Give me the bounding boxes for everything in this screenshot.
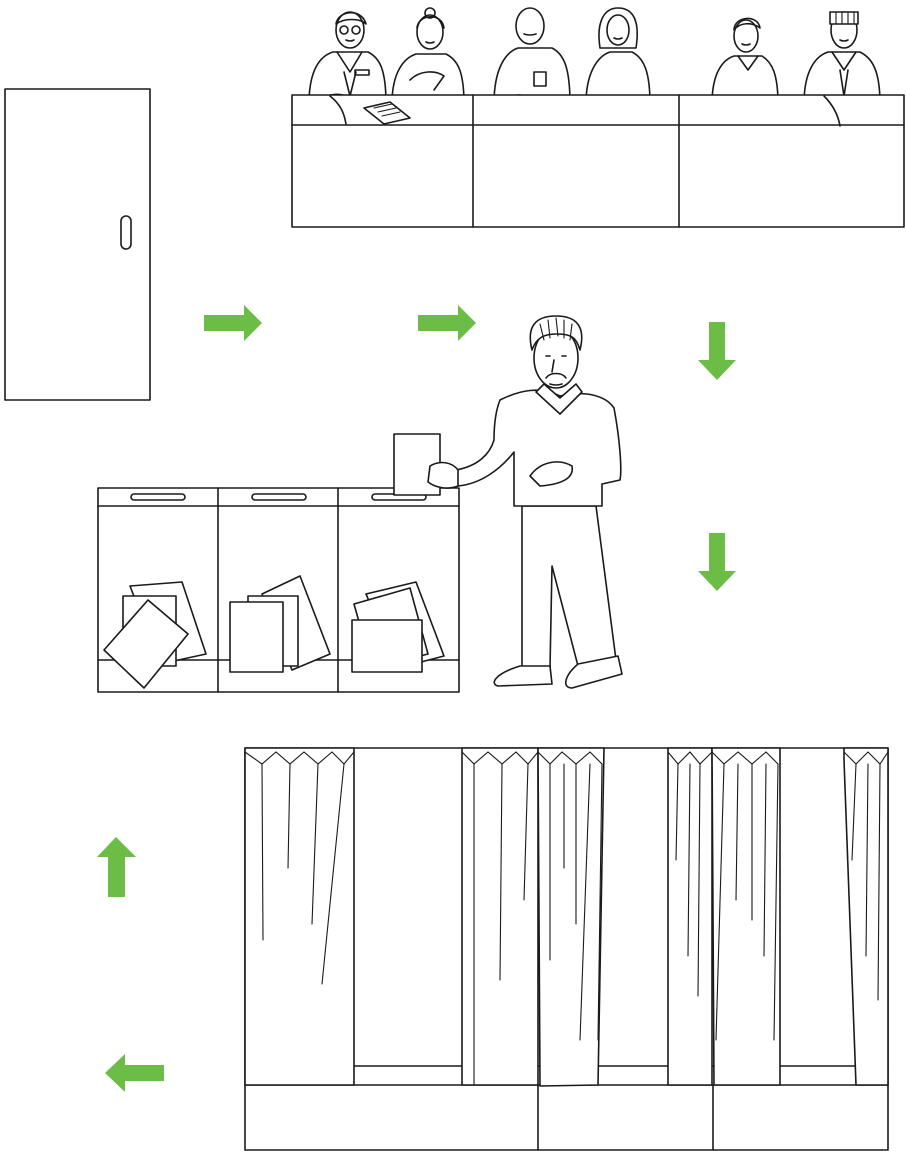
booth-curtain-1 xyxy=(245,748,354,1085)
voting-booths xyxy=(245,748,888,1150)
booth-curtain-2 xyxy=(462,748,538,1085)
voter-holding-hand xyxy=(428,463,458,489)
ballot-boxes xyxy=(98,488,459,692)
booth-curtain-3 xyxy=(538,748,604,1086)
voter-trousers xyxy=(522,506,616,668)
arrow-commission-down xyxy=(698,322,736,380)
booth-curtain-5 xyxy=(712,748,780,1085)
commission-member-2 xyxy=(392,8,464,104)
arrow-exit-up xyxy=(97,837,136,897)
commission-table xyxy=(292,95,904,227)
voter-shoe-right xyxy=(566,656,622,688)
arrow-booths-to-exit xyxy=(105,1054,164,1092)
booth-curtain-4 xyxy=(668,748,712,1085)
arrow-to-booths-down xyxy=(698,533,736,591)
entrance-door xyxy=(5,89,150,400)
voter-sweater xyxy=(456,390,621,506)
arrow-toward-commission xyxy=(418,305,476,341)
door-handle xyxy=(121,216,131,249)
commission-member-4 xyxy=(586,8,650,104)
voter-shoe-left xyxy=(494,666,552,686)
arrow-door-to-table xyxy=(204,305,262,341)
